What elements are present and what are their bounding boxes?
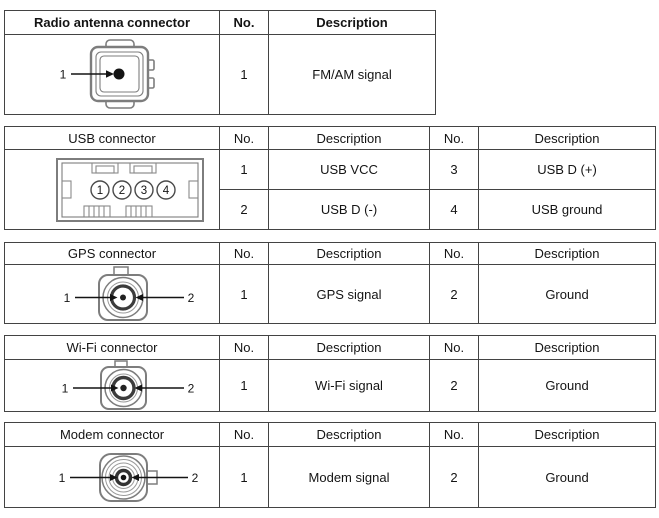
wifi-diagram-cell: 1 2 — [4, 359, 220, 412]
gps-table: GPS connector No. Description No. Descri… — [4, 242, 656, 324]
radio-antenna-table-title: Radio antenna connector — [4, 10, 220, 35]
usb-pin-3-label: 3 — [141, 185, 147, 197]
arrow-left-icon — [134, 384, 142, 392]
wifi-description-header-2: Description — [478, 335, 656, 360]
wifi-connector-icon: 1 2 — [62, 360, 195, 410]
gps-pin-1-label: 1 — [64, 291, 71, 305]
usb-description-header-1: Description — [268, 126, 430, 150]
radio-no-header: No. — [219, 10, 269, 35]
wifi-description-header-1: Description — [268, 335, 430, 360]
modem-pin-description-cell: Ground — [478, 446, 656, 508]
wifi-no-header-2: No. — [429, 335, 479, 360]
modem-description-header-2: Description — [478, 422, 656, 447]
usb-pin-description-cell: USB ground — [478, 189, 656, 230]
radio-description-header: Description — [268, 10, 436, 35]
usb-pin-circles-icon — [90, 179, 176, 200]
usb-pin-number-cell: 4 — [429, 189, 479, 230]
wifi-pin-1-label: 1 — [62, 382, 69, 396]
modem-pin-number-cell: 2 — [429, 446, 479, 508]
modem-pin-2-label: 2 — [192, 471, 199, 485]
usb-pin-4-label: 4 — [163, 185, 170, 197]
radio-center-pin-icon — [113, 68, 125, 80]
radio-antenna-table: Radio antenna connector No. Description … — [4, 10, 436, 115]
wifi-center-pin-icon — [120, 384, 127, 392]
usb-table-title: USB connector — [4, 126, 220, 150]
usb-table: USB connector No. Description No. Descri… — [4, 126, 656, 230]
arrow-left-icon — [135, 294, 143, 301]
usb-pin-number-cell: 1 — [219, 149, 269, 190]
gps-pin-description-cell: GPS signal — [268, 264, 430, 324]
wifi-table: Wi-Fi connector No. Description No. Desc… — [4, 335, 656, 412]
arrow-right-icon — [110, 474, 118, 481]
usb-pin-1-label: 1 — [97, 185, 103, 197]
wifi-pin-number-cell: 1 — [219, 359, 269, 412]
modem-table: Modem connector No. Description No. Desc… — [4, 422, 656, 508]
usb-pin-number-cell: 3 — [429, 149, 479, 190]
usb-no-header-2: No. — [429, 126, 479, 150]
modem-diagram-cell: 1 2 — [4, 446, 220, 508]
radio-antenna-connector-icon: 1 — [60, 39, 155, 109]
gps-pin-description-cell: Ground — [478, 264, 656, 324]
usb-pin-number-cell: 2 — [219, 189, 269, 230]
wifi-pin-description-cell: Ground — [478, 359, 656, 412]
modem-table-title: Modem connector — [4, 422, 220, 447]
usb-connector-icon: 1 2 3 4 — [56, 157, 204, 222]
arrow-right-icon — [111, 384, 119, 392]
gps-no-header-2: No. — [429, 242, 479, 265]
usb-pin-description-cell: USB VCC — [268, 149, 430, 190]
radio-pin-number-cell: 1 — [219, 34, 269, 115]
modem-connector-icon: 1 2 — [59, 453, 199, 502]
modem-pin-number-cell: 1 — [219, 446, 269, 508]
usb-diagram-cell: 1 2 3 4 — [4, 149, 220, 230]
gps-diagram-cell: 1 2 — [4, 264, 220, 324]
wifi-pin-number-cell: 2 — [429, 359, 479, 412]
modem-pin-description-cell: Modem signal — [268, 446, 430, 508]
arrow-right-icon — [110, 294, 118, 301]
usb-no-header-1: No. — [219, 126, 269, 150]
gps-pin-2-label: 2 — [188, 291, 195, 305]
gps-no-header-1: No. — [219, 242, 269, 265]
radio-pin-1-label: 1 — [60, 68, 67, 82]
modem-pin-1-label: 1 — [59, 471, 66, 485]
gps-pin-number-cell: 1 — [219, 264, 269, 324]
wifi-table-title: Wi-Fi connector — [4, 335, 220, 360]
radio-pin-description-cell: FM/AM signal — [268, 34, 436, 115]
gps-center-pin-icon — [120, 294, 126, 301]
gps-table-title: GPS connector — [4, 242, 220, 265]
gps-pin-number-cell: 2 — [429, 264, 479, 324]
modem-no-header-1: No. — [219, 422, 269, 447]
wifi-pin-description-cell: Wi-Fi signal — [268, 359, 430, 412]
arrow-left-icon — [131, 474, 139, 481]
gps-description-header-1: Description — [268, 242, 430, 265]
modem-no-header-2: No. — [429, 422, 479, 447]
modem-description-header-1: Description — [268, 422, 430, 447]
usb-pin-description-cell: USB D (-) — [268, 189, 430, 230]
gps-description-header-2: Description — [478, 242, 656, 265]
gps-connector-icon: 1 2 — [64, 266, 195, 321]
usb-pin-description-cell: USB D (+) — [478, 149, 656, 190]
radio-antenna-diagram-cell: 1 — [4, 34, 220, 115]
usb-description-header-2: Description — [478, 126, 656, 150]
wifi-no-header-1: No. — [219, 335, 269, 360]
modem-center-pin-icon — [120, 474, 127, 481]
wifi-pin-2-label: 2 — [188, 382, 195, 396]
usb-pin-2-label: 2 — [119, 185, 125, 197]
arrow-right-icon — [106, 70, 114, 78]
